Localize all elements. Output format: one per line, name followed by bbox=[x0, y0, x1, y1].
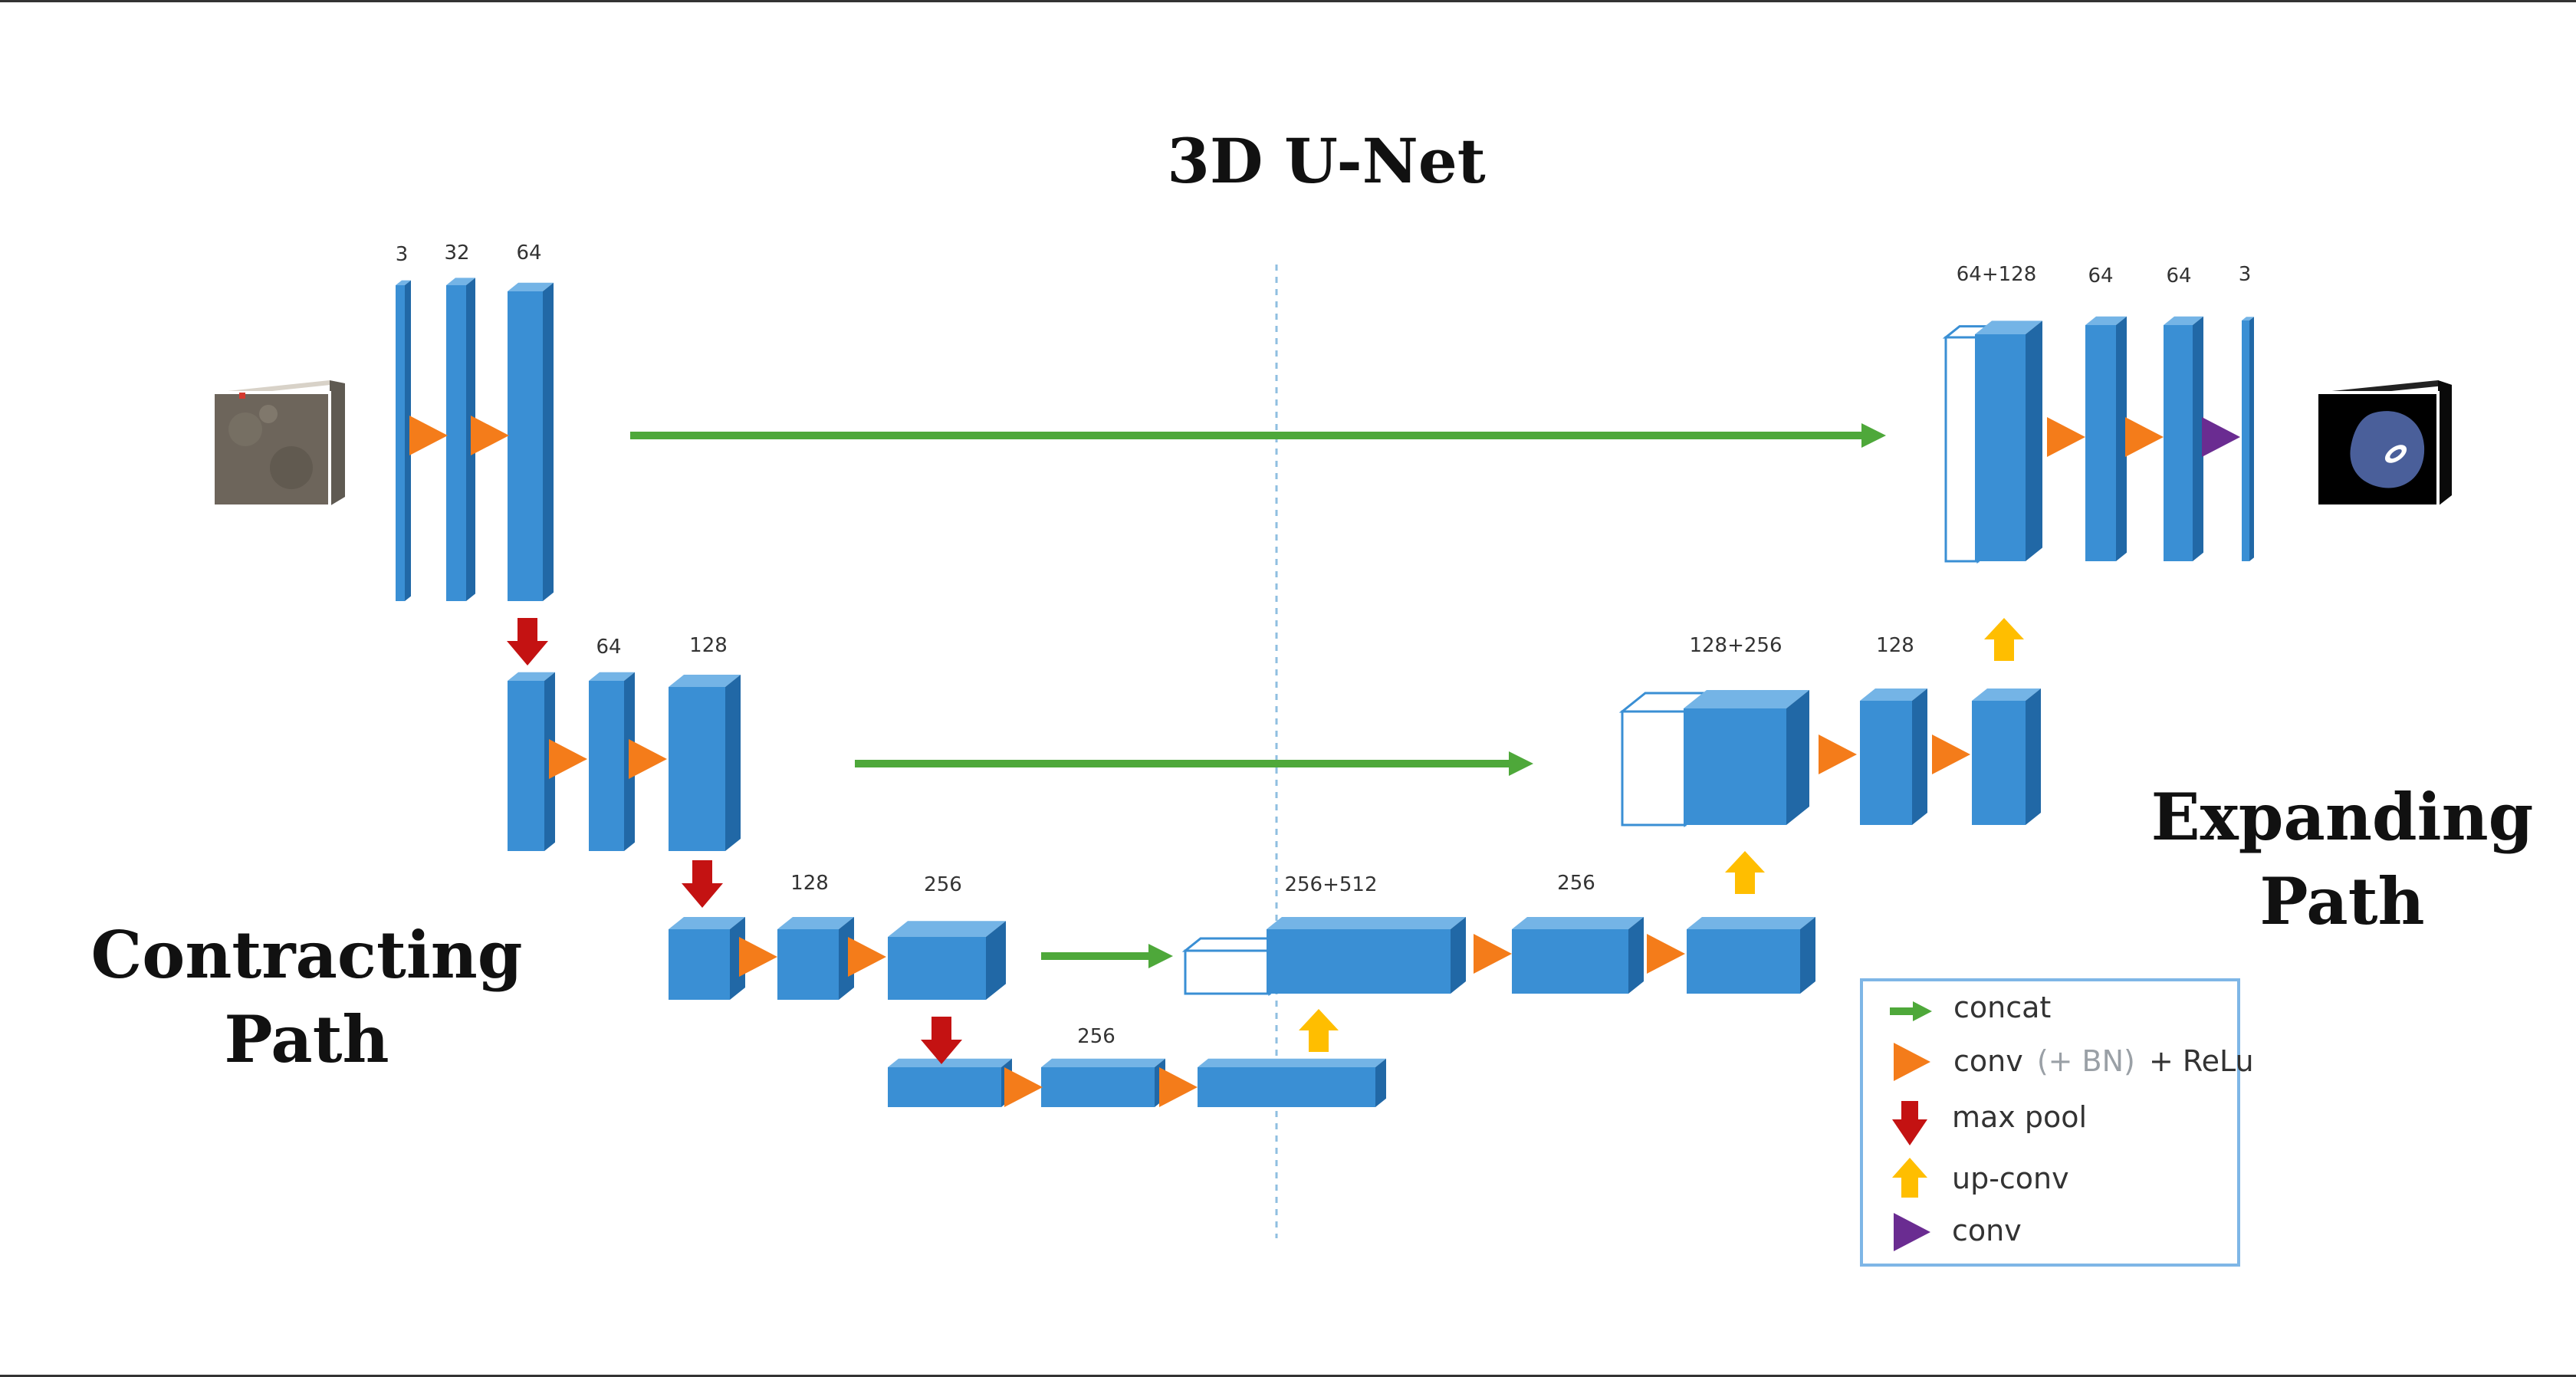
upconv-icon bbox=[1892, 1158, 1927, 1178]
upconv-arrow bbox=[1299, 1009, 1339, 1052]
channel-label-d1_a: 64 bbox=[2088, 265, 2113, 288]
legend-conv-bn-label: (+ BN) bbox=[2037, 1044, 2135, 1078]
legend-item-concat: concat bbox=[1890, 991, 2051, 1024]
channel-label-l4: 256 bbox=[1077, 1025, 1116, 1048]
svg-text:Contracting: Contracting bbox=[90, 917, 522, 993]
legend-item-final-conv: conv bbox=[1894, 1213, 2022, 1251]
conv-arrow bbox=[739, 937, 777, 977]
channel-label-l2_a: 64 bbox=[596, 636, 621, 659]
channel-label-l1_a: 32 bbox=[444, 242, 469, 265]
block-d2-conv1 bbox=[1860, 688, 1927, 825]
maxpool-arrow bbox=[921, 1017, 962, 1064]
block-l2-conv2 bbox=[669, 675, 741, 851]
block-d2-conv2 bbox=[1972, 688, 2041, 825]
input-volume-image bbox=[212, 380, 345, 508]
channel-label-l3_a: 128 bbox=[790, 872, 829, 895]
block-d3-conv2 bbox=[1687, 917, 1815, 994]
block-l3-conv2 bbox=[888, 921, 1006, 1000]
channel-label-d3_concat: 256+512 bbox=[1284, 873, 1377, 896]
channel-label-l3_b: 256 bbox=[924, 873, 962, 896]
channel-label-l1_b: 64 bbox=[516, 242, 541, 265]
maxpool-arrow bbox=[682, 860, 723, 908]
channel-label-d1_b: 64 bbox=[2166, 265, 2191, 288]
channel-labels: 3 32 64 64 128 128 256 256 256+512 256 128+256 128 6… bbox=[396, 242, 2252, 1048]
legend: concat conv (+ BN) + ReLu max pool up-co… bbox=[1860, 978, 2254, 1267]
block-l2-pool bbox=[508, 672, 555, 851]
conv-arrow bbox=[471, 416, 509, 455]
channel-label-d3_a: 256 bbox=[1557, 872, 1595, 895]
legend-item-conv: conv (+ BN) + ReLu bbox=[1894, 1043, 2254, 1081]
legend-final-conv-label: conv bbox=[1952, 1214, 2022, 1247]
contracting-path-label: Contracting Path bbox=[90, 917, 522, 1077]
channel-label-l1_in: 3 bbox=[396, 243, 409, 266]
conv-arrow bbox=[629, 739, 667, 779]
legend-conv-label: conv bbox=[1953, 1044, 2023, 1078]
upconv-arrow bbox=[1984, 618, 2024, 661]
legend-item-upconv: up-conv bbox=[1892, 1158, 2069, 1198]
svg-text:Path: Path bbox=[2259, 863, 2424, 939]
block-d2-concat bbox=[1684, 690, 1809, 825]
final-conv-icon bbox=[1894, 1213, 1930, 1251]
conv-arrow bbox=[1004, 1067, 1043, 1107]
conv-arrow bbox=[1932, 735, 1970, 774]
svg-text:conv (+ BN) +: conv (+ BN) + ReLu bbox=[1953, 1044, 2254, 1078]
expanding-path-label: Expanding Path bbox=[2151, 779, 2534, 939]
maxpool-icon bbox=[1901, 1101, 1918, 1119]
legend-upconv-label: up-conv bbox=[1952, 1162, 2069, 1195]
conv-arrow bbox=[549, 739, 587, 779]
conv-arrow bbox=[1819, 735, 1857, 774]
skip-connections bbox=[630, 423, 1886, 968]
conv-arrow bbox=[1647, 934, 1685, 974]
legend-concat-label: concat bbox=[1953, 991, 2051, 1024]
block-l3-pool bbox=[669, 917, 745, 1000]
block-l1-conv2 bbox=[508, 282, 554, 601]
channel-label-d1_out: 3 bbox=[2239, 263, 2252, 286]
block-l2-conv1 bbox=[589, 672, 635, 851]
legend-item-maxpool: max pool bbox=[1892, 1100, 2087, 1145]
output-segmentation-image bbox=[2315, 380, 2452, 508]
block-d1-concat bbox=[1975, 320, 2042, 561]
legend-conv-relu-label: + ReLu bbox=[2149, 1044, 2254, 1078]
conv-arrow bbox=[2047, 417, 2085, 457]
block-l4-pool bbox=[888, 1058, 1012, 1107]
block-l1-input bbox=[396, 280, 411, 601]
block-l4-conv2 bbox=[1198, 1058, 1386, 1107]
svg-text:Expanding: Expanding bbox=[2151, 779, 2534, 855]
block-d1-conv2 bbox=[2164, 316, 2203, 561]
conv-arrow bbox=[1474, 934, 1512, 974]
conv-arrow bbox=[1159, 1067, 1198, 1107]
block-l3-conv1 bbox=[777, 917, 854, 1000]
block-d3-conv1 bbox=[1512, 917, 1644, 994]
concat-arrow bbox=[1041, 944, 1173, 968]
feature-map-blocks bbox=[396, 278, 2254, 1107]
block-d1-output bbox=[2242, 317, 2254, 561]
concat-arrow bbox=[630, 423, 1886, 448]
svg-text:Path: Path bbox=[224, 1001, 389, 1077]
conv-arrow bbox=[2125, 417, 2164, 457]
conv-arrow bbox=[409, 416, 448, 455]
channel-label-l2_b: 128 bbox=[689, 634, 728, 657]
block-l4-conv1 bbox=[1041, 1058, 1165, 1107]
diagram-title: 3D U-Net bbox=[1167, 125, 1485, 197]
block-d3-concat bbox=[1267, 917, 1466, 994]
upconv-arrow bbox=[1725, 851, 1765, 894]
channel-label-d1_concat: 64+128 bbox=[1957, 263, 2037, 286]
final-conv-arrow bbox=[2202, 417, 2240, 457]
channel-label-d2_concat: 128+256 bbox=[1689, 634, 1782, 657]
operation-arrows bbox=[409, 416, 2240, 1107]
conv-arrow bbox=[848, 937, 886, 977]
legend-maxpool-label: max pool bbox=[1952, 1100, 2087, 1134]
maxpool-arrow bbox=[507, 618, 548, 665]
concat-arrow bbox=[855, 751, 1533, 776]
concat-icon bbox=[1890, 1007, 1913, 1015]
channel-label-d2_a: 128 bbox=[1876, 634, 1914, 657]
conv-icon bbox=[1894, 1043, 1930, 1081]
block-d1-conv1 bbox=[2085, 316, 2127, 561]
